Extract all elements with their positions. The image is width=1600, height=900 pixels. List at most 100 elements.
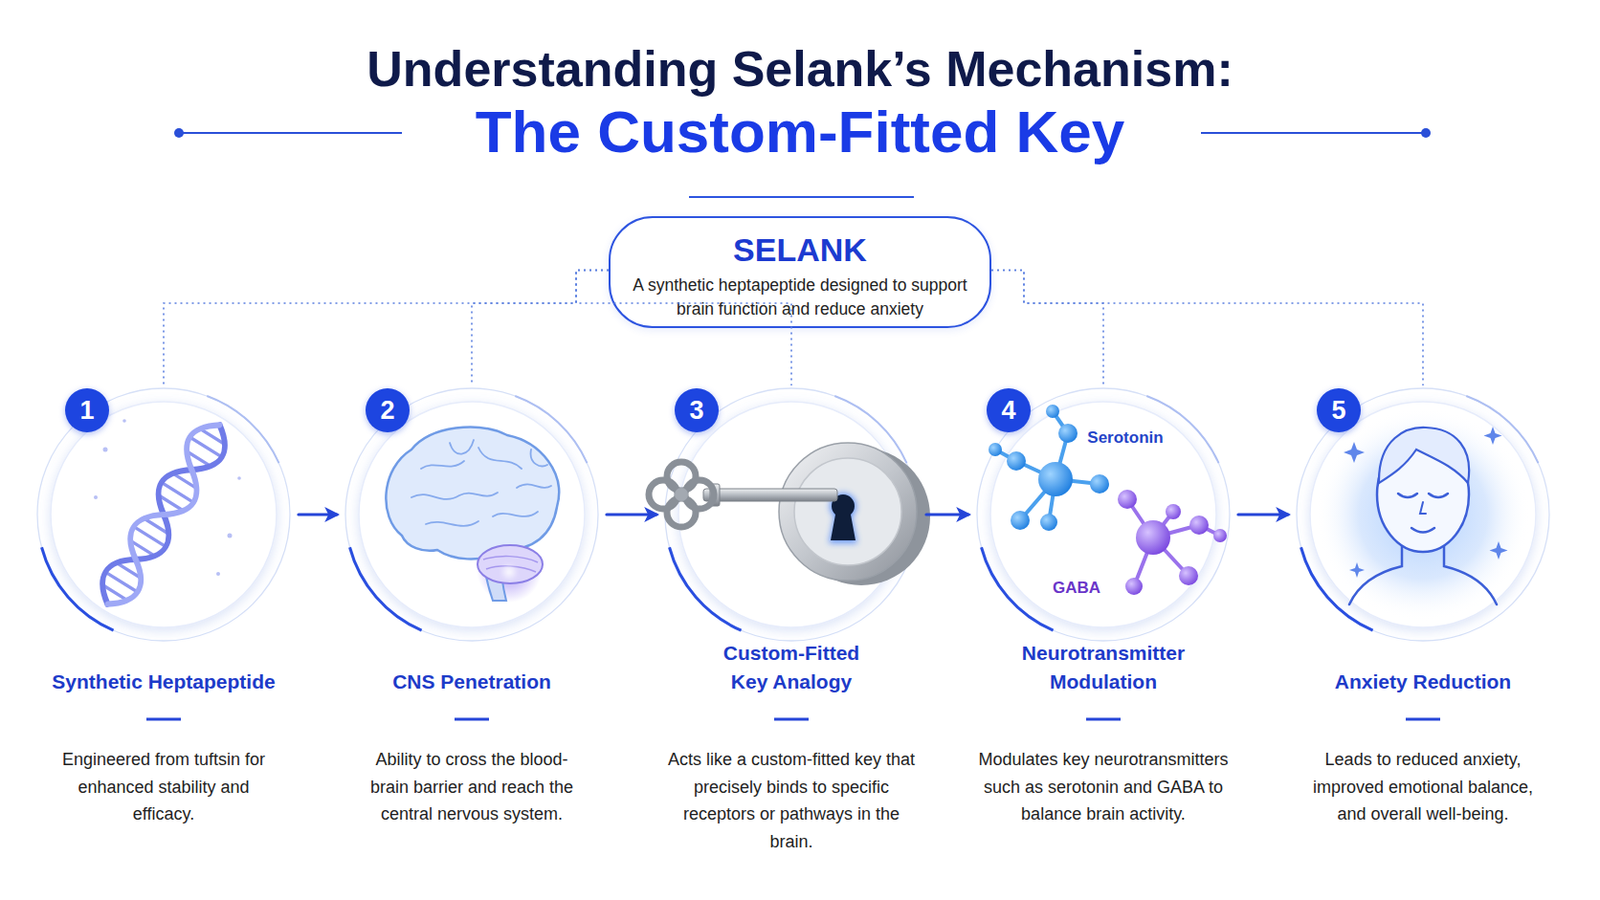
dot xyxy=(103,447,109,453)
node-description: Acts like a custom-fitted key that preci… xyxy=(663,746,920,856)
lock-inner xyxy=(794,458,902,566)
bonds xyxy=(995,411,1100,523)
dotted-connector xyxy=(576,270,792,387)
atom xyxy=(1010,511,1030,531)
node-heading: Synthetic Heptapeptide xyxy=(24,667,303,697)
callout-number: 5 xyxy=(1316,388,1361,433)
atom xyxy=(1089,474,1110,494)
flow-arrow xyxy=(926,512,969,516)
atom xyxy=(1125,577,1143,596)
heading-dash xyxy=(146,718,1441,722)
helix-rungs xyxy=(98,426,229,603)
cerebellum xyxy=(477,545,543,584)
selank-box: SELANKA synthetic heptapeptide designed … xyxy=(608,216,992,329)
atom xyxy=(1040,513,1058,532)
key-shaft xyxy=(703,488,838,502)
cerebrum xyxy=(385,427,559,560)
step-circle: 1Synthetic HeptapeptideEngineered from t… xyxy=(34,385,293,645)
bonds xyxy=(1127,499,1221,587)
atom xyxy=(1038,462,1073,497)
callout-number: 2 xyxy=(365,388,410,433)
outer-ring xyxy=(977,388,1230,642)
flow-arrow xyxy=(298,512,337,516)
atom xyxy=(1213,529,1227,543)
dot xyxy=(122,419,127,423)
atom xyxy=(1058,423,1078,444)
molecule-label: Serotonin xyxy=(1067,427,1183,449)
brain-folds xyxy=(411,440,552,527)
atom xyxy=(1045,404,1060,419)
atom xyxy=(988,443,1002,457)
atom xyxy=(1165,504,1181,520)
cerebellum-lines xyxy=(483,556,538,573)
inner-disc xyxy=(50,401,277,628)
inner-disc xyxy=(990,401,1217,628)
box-accent-line xyxy=(688,196,914,199)
serotonin-molecule xyxy=(988,404,1110,532)
title-subline: The Custom-Fitted Key xyxy=(0,95,1600,169)
smile xyxy=(1411,528,1435,534)
keyhole-glow xyxy=(828,492,858,544)
rule-dot xyxy=(174,128,184,138)
brain-glow xyxy=(476,537,542,603)
atom xyxy=(1135,520,1171,556)
callout-number: 4 xyxy=(986,388,1031,433)
node-heading: CNS Penetration xyxy=(347,667,597,697)
bow-lobe xyxy=(685,480,714,510)
step-circle: 4Neurotransmitter ModulationModulates ke… xyxy=(974,385,1233,645)
node-description: A synthetic heptapeptide designed to sup… xyxy=(622,273,978,322)
dotted-connector xyxy=(471,270,609,387)
outer-ring xyxy=(665,388,918,642)
nose xyxy=(1420,502,1426,514)
calm-face-icon xyxy=(1315,407,1531,623)
shoulders xyxy=(1349,545,1497,605)
step-circle: 5Anxiety ReductionLeads to reduced anxie… xyxy=(1293,385,1553,645)
step-circle: 3Custom-Fitted Key AnalogyActs like a cu… xyxy=(662,385,921,645)
node-heading: Neurotransmitter Modulation xyxy=(1007,639,1200,697)
node-description: Ability to cross the blood-brain barrier… xyxy=(362,746,581,829)
connector-group xyxy=(163,270,1423,516)
dot xyxy=(227,533,233,539)
inner-disc xyxy=(358,401,585,628)
callout-number: 3 xyxy=(674,388,719,433)
dot xyxy=(93,495,98,500)
inner-disc xyxy=(678,401,905,628)
atom xyxy=(1189,515,1209,535)
closed-eyes xyxy=(1398,493,1448,498)
dotted-connector xyxy=(991,270,1104,387)
key-bow xyxy=(648,462,714,528)
bow-lobe xyxy=(666,462,696,491)
dotted-connector xyxy=(163,270,609,387)
face-glow xyxy=(1315,407,1531,623)
dna-helix xyxy=(91,415,237,615)
node-heading: SELANK xyxy=(610,229,990,270)
node-description: Leads to reduced anxiety, improved emoti… xyxy=(1299,746,1547,829)
lock-face xyxy=(778,443,917,581)
lock-side xyxy=(792,447,931,586)
brain-stem xyxy=(483,553,507,601)
outer-ring xyxy=(345,388,599,642)
gaba-molecule xyxy=(1117,489,1227,596)
sparkle-dots xyxy=(93,419,242,577)
helix-strand xyxy=(91,415,237,615)
outer-ring xyxy=(1296,388,1550,642)
atom xyxy=(1178,566,1199,586)
dot xyxy=(237,476,242,481)
molecule-label: GABA xyxy=(1028,577,1125,600)
atom xyxy=(1006,451,1026,471)
diagram-title: Understanding Selank’s Mechanism: xyxy=(0,38,1600,100)
flow-arrow xyxy=(606,512,657,516)
key-lock-icon xyxy=(648,443,931,586)
hair xyxy=(1378,427,1469,484)
brain-icon xyxy=(385,427,559,603)
head xyxy=(1377,437,1469,553)
inner-disc xyxy=(1310,401,1536,628)
node-heading: Custom-Fitted Key Analogy xyxy=(706,639,877,697)
bow-lobe xyxy=(666,498,696,528)
key-collar xyxy=(710,484,720,507)
callout-number: 1 xyxy=(65,388,110,433)
bow-lobe xyxy=(648,480,678,510)
flow-arrow xyxy=(1238,512,1289,516)
step-circle: 2CNS PenetrationAbility to cross the blo… xyxy=(342,385,601,645)
